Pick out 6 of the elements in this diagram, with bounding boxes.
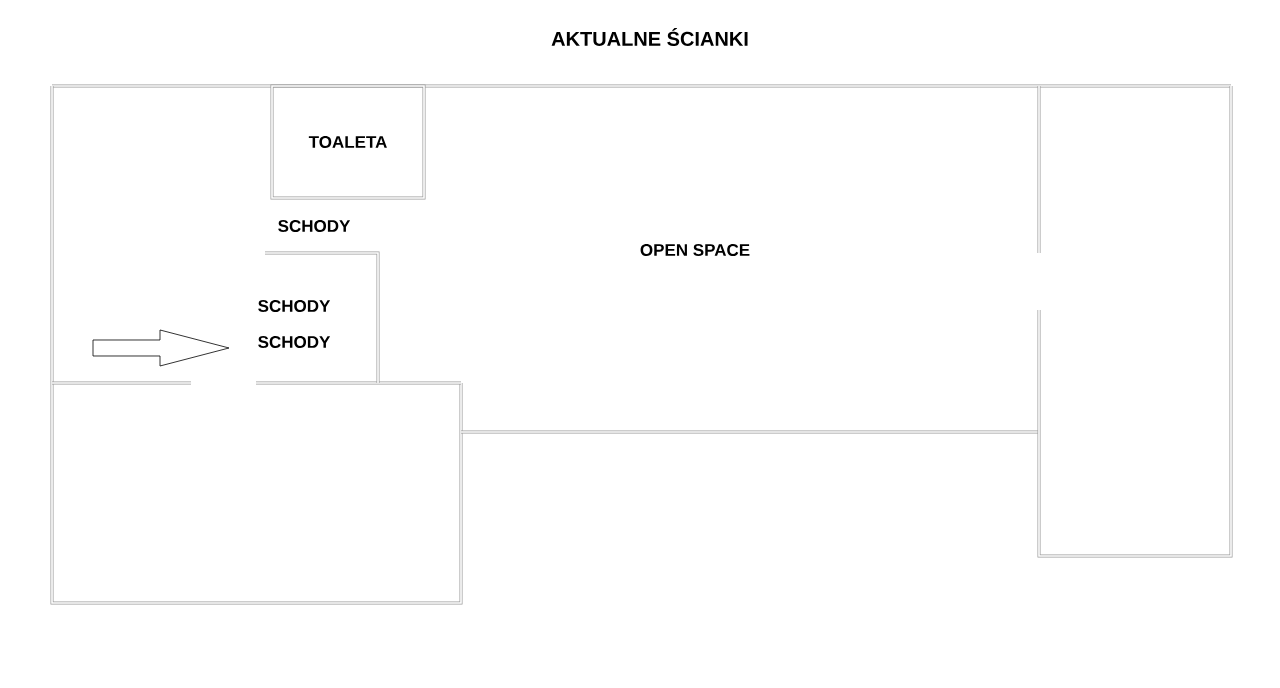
title: AKTUALNE ŚCIANKI <box>551 28 748 46</box>
room-label: SCHODY <box>258 299 331 312</box>
room-label: SCHODY <box>278 219 351 232</box>
room-box: TOALETA <box>270 84 426 200</box>
room-label: OPEN SPACE <box>640 243 750 256</box>
room-label: SCHODY <box>258 335 331 348</box>
